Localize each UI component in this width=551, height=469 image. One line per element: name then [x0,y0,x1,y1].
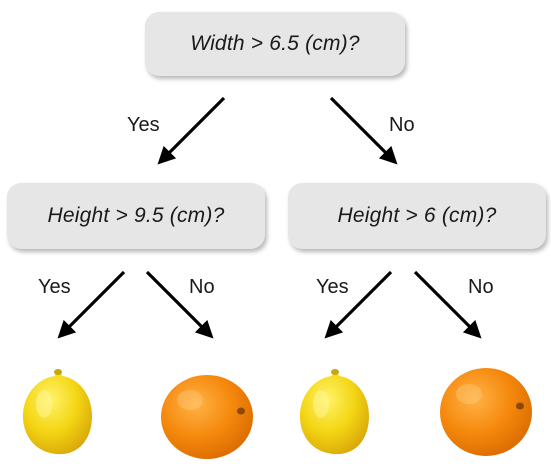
root-decision-node: Width > 6.5 (cm)? [145,12,405,76]
right-question-text: Height > 6 (cm)? [337,204,497,227]
orange-icon [161,375,253,459]
root-question-text: Width > 6.5 (cm)? [190,32,360,55]
lemon-icon [22,369,92,455]
left-no-label: No [189,276,215,298]
lemon-icon [299,369,369,455]
right-yes-label: Yes [316,276,349,298]
root-yes-label: Yes [127,114,160,136]
right-no-label: No [468,276,494,298]
edge-left-no-arrow [145,270,214,339]
left-yes-label: Yes [38,276,71,298]
edge-root-no-arrow [329,96,398,165]
left-decision-node: Height > 9.5 (cm)? [7,183,265,249]
edge-right-no-arrow [413,270,482,339]
left-question-text: Height > 9.5 (cm)? [47,204,225,227]
edge-left-yes-arrow [57,270,126,339]
right-decision-node: Height > 6 (cm)? [288,183,546,249]
root-no-label: No [389,114,415,136]
edge-right-yes-arrow [324,270,393,339]
orange-icon [440,368,532,456]
edge-root-yes-arrow [157,96,226,165]
